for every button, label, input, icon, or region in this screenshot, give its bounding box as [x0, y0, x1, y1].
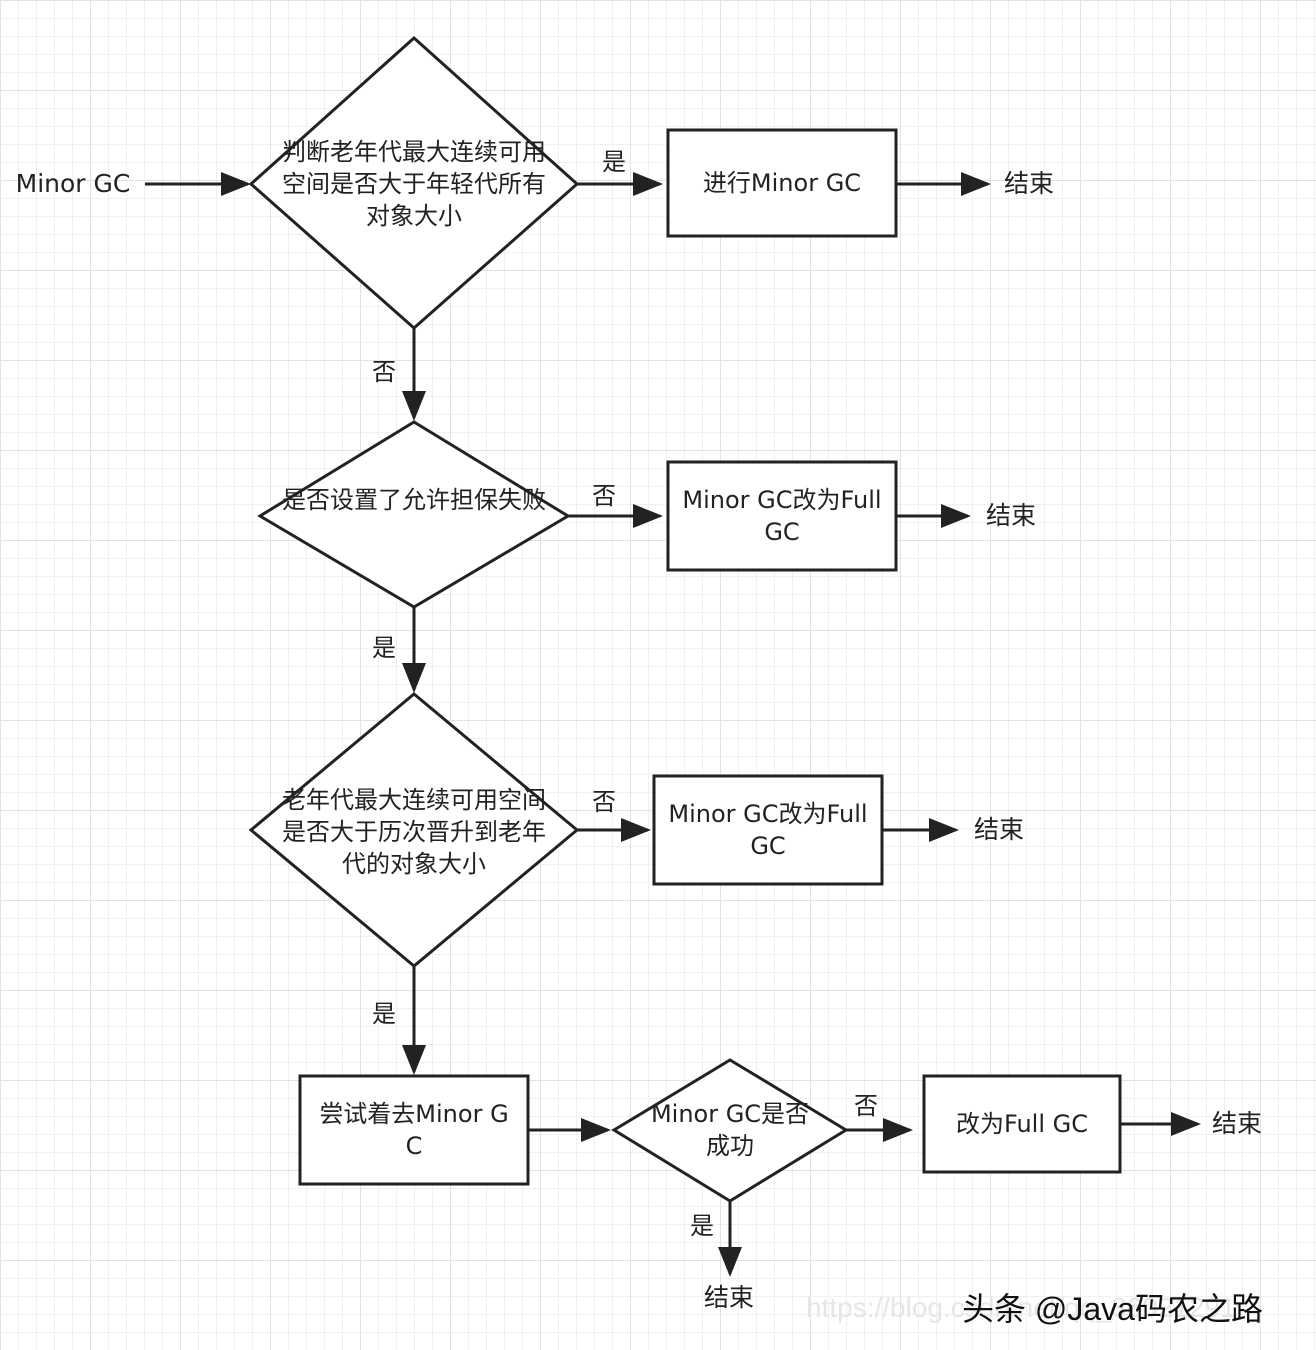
edge-label-d4-yes: 是 — [690, 1212, 714, 1240]
process-2-shape — [666, 460, 898, 572]
end-label-3: 结束 — [974, 815, 1025, 844]
start-label: Minor GC — [15, 169, 131, 198]
process-3-shape — [652, 774, 884, 886]
edge-label-d3-no: 否 — [592, 788, 616, 816]
edge-label-d1-yes: 是 — [602, 148, 626, 176]
edge-label-d2-yes: 是 — [372, 634, 396, 662]
end-label-2: 结束 — [986, 501, 1037, 530]
process-4-text: 尝试着去Minor GC — [319, 1100, 509, 1160]
edge-label-d3-yes: 是 — [372, 1000, 396, 1028]
decision-3-shape — [248, 692, 580, 968]
decision-1-text: 判断老年代最大连续可用空间是否大于年轻代所有对象大小 — [282, 138, 546, 230]
process-4-shape — [298, 1074, 530, 1186]
decision-4-text: Minor GC是否成功 — [650, 1100, 810, 1160]
edge-label-d1-no: 否 — [372, 358, 396, 386]
decision-1-shape — [248, 35, 580, 331]
end-label-4: 结束 — [1212, 1109, 1263, 1138]
decision-2-text: 是否设置了允许担保失败 — [282, 486, 546, 514]
decision-2-shape — [257, 420, 571, 609]
process-1-shape — [666, 128, 898, 238]
edge-label-d2-no: 否 — [592, 482, 616, 510]
decision-4-shape — [611, 1058, 849, 1203]
process-5-text: 改为Full GC — [955, 1110, 1089, 1138]
decision-3-text: 老年代最大连续可用空间是否大于历次晋升到老年代的对象大小 — [282, 786, 546, 878]
process-3-text: Minor GC改为Full GC — [668, 800, 868, 860]
process-1-text: 进行Minor GC — [702, 169, 862, 197]
watermark-url: https://blog.csdn.net/qq_36021291 — [806, 1292, 1236, 1323]
watermark-brand: 头条 @Java码农之路 — [962, 1291, 1263, 1327]
process-5-shape — [922, 1074, 1122, 1174]
process-2-text: Minor GC改为Full GC — [682, 486, 882, 546]
edge-label-d4-no: 否 — [854, 1092, 878, 1120]
end-label-5: 结束 — [704, 1283, 755, 1312]
end-label-1: 结束 — [1004, 169, 1055, 198]
